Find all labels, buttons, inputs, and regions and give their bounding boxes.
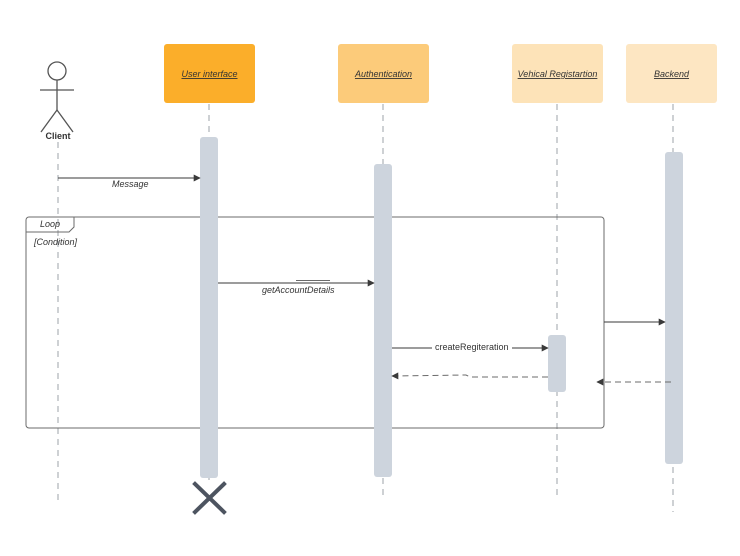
participant-user-interface[interactable]: User interface xyxy=(164,44,255,103)
message-message[interactable]: Message xyxy=(58,174,201,189)
participant-vehical-registartion[interactable]: Vehical Registartion xyxy=(512,44,603,103)
message-label-bg-create-registration xyxy=(432,342,512,353)
loop-fragment: Loop [Condition] xyxy=(25,216,605,429)
participant-headers: User interface Authentication Vehical Re… xyxy=(164,44,717,103)
loop-operator-tab xyxy=(26,217,75,233)
message-label-message: Message xyxy=(112,179,149,189)
x-destroy-icon xyxy=(192,481,227,515)
participant-box-vehical-registartion[interactable] xyxy=(512,44,603,103)
participant-box-authentication[interactable] xyxy=(338,44,429,103)
messages: Message getAccountDetails createRegitera… xyxy=(58,174,671,386)
actor-stick-figure-icon xyxy=(40,61,74,133)
loop-guard-label: [Condition] xyxy=(33,237,78,247)
activation-bar-vehical-registartion xyxy=(548,335,566,392)
participant-box-user-interface[interactable] xyxy=(164,44,255,103)
participant-box-backend[interactable] xyxy=(626,44,717,103)
participant-label-vehical-registartion: Vehical Registartion xyxy=(518,69,598,79)
participant-authentication[interactable]: Authentication xyxy=(338,44,429,103)
participant-label-user-interface: User interface xyxy=(181,69,237,79)
message-arrow-veh-return[interactable] xyxy=(391,372,548,380)
message-label-create-registration: createRegiteration xyxy=(435,342,509,352)
activation-bars xyxy=(200,137,683,478)
activation-bar-backend xyxy=(665,152,683,464)
participant-backend[interactable]: Backend xyxy=(626,44,717,103)
message-veh-return[interactable] xyxy=(391,372,548,380)
message-get-account-details[interactable]: getAccountDetails xyxy=(218,279,375,296)
participant-label-authentication: Authentication xyxy=(354,69,412,79)
actor-label-client: Client xyxy=(45,131,70,141)
lifelines xyxy=(57,104,674,512)
participant-label-backend: Backend xyxy=(654,69,690,79)
actor-client[interactable]: Client xyxy=(40,61,74,141)
message-label-get-account-details: getAccountDetails xyxy=(262,285,335,295)
message-create-registration[interactable]: createRegiteration xyxy=(392,342,549,353)
activation-bar-user-interface xyxy=(200,137,218,478)
activation-bar-authentication xyxy=(374,164,392,477)
loop-operator-label: Loop xyxy=(40,219,60,229)
loop-fragment-frame xyxy=(25,216,605,429)
